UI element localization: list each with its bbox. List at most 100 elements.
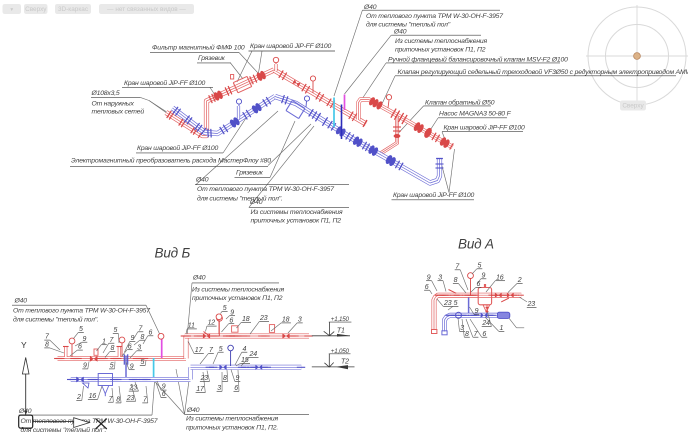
svg-text:15: 15 [241, 357, 249, 364]
svg-text:2: 2 [76, 394, 81, 401]
svg-text:+1,050: +1,050 [331, 348, 350, 355]
svg-text:приточных установок П1, П2: приточных установок П1, П2 [395, 47, 486, 54]
svg-text:тепловых сетей: тепловых сетей [92, 108, 145, 116]
svg-text:3: 3 [137, 344, 141, 351]
svg-text:8: 8 [454, 277, 458, 284]
svg-text:7: 7 [143, 397, 148, 404]
svg-text:От теплового пункта ТРМ W-30-О: От теплового пункта ТРМ W-30-ОН-F-3957 [13, 308, 150, 315]
svg-text:Насос MAGNA3 50-80 F: Насос MAGNA3 50-80 F [439, 111, 512, 118]
svg-text:9: 9 [130, 363, 134, 370]
svg-text:17: 17 [195, 347, 204, 354]
svg-text:3: 3 [217, 385, 221, 392]
svg-text:Кран шаровой JiP-FF Ø100: Кран шаровой JiP-FF Ø100 [124, 79, 206, 87]
svg-text:От теплового пункта ТРМ W-30-О: От теплового пункта ТРМ W-30-ОН-F-3957 [21, 418, 158, 425]
svg-text:12: 12 [208, 320, 216, 327]
svg-text:Клапан обратный Ø50: Клапан обратный Ø50 [425, 99, 495, 107]
svg-text:для системы "теплый пол": для системы "теплый пол" [366, 20, 451, 28]
svg-text:Ручной фланцевый балансировоч: Ручной фланцевый балансировочный клапан … [388, 55, 568, 63]
svg-text:6: 6 [234, 385, 238, 392]
svg-text:9: 9 [482, 272, 486, 279]
svg-text:9: 9 [427, 274, 431, 281]
svg-text:От наружных: От наружных [92, 100, 135, 107]
svg-text:9: 9 [230, 309, 234, 316]
svg-text:5: 5 [79, 326, 83, 333]
svg-text:24: 24 [249, 351, 258, 358]
svg-text:для системы "теплый пол".: для системы "теплый пол". [21, 426, 107, 434]
svg-text:9: 9 [83, 336, 87, 343]
svg-text:23: 23 [126, 395, 135, 402]
svg-text:1: 1 [102, 338, 106, 345]
svg-text:Из системы теплоснабжения: Из системы теплоснабжения [186, 415, 279, 423]
svg-text:3D-каркас: 3D-каркас [58, 6, 89, 13]
svg-text:23: 23 [443, 300, 452, 307]
svg-text:6: 6 [162, 391, 166, 398]
svg-text:приточных установок П1, П2: приточных установок П1, П2 [251, 218, 342, 225]
svg-text:7: 7 [45, 334, 50, 341]
svg-text:От теплового пункта ТРМ W-30-О: От теплового пункта ТРМ W-30-ОН-F-3957 [366, 13, 503, 20]
svg-text:Электромагнитный преобразовате: Электромагнитный преобразователь расхода… [71, 157, 271, 165]
svg-text:9: 9 [162, 384, 166, 391]
svg-text:7: 7 [110, 337, 115, 344]
svg-text:5: 5 [478, 262, 482, 269]
svg-text:16: 16 [496, 274, 504, 281]
svg-text:Ø40: Ø40 [195, 177, 209, 184]
svg-text:Фильтр магнитный ФМФ 100: Фильтр магнитный ФМФ 100 [152, 44, 245, 52]
svg-text:8: 8 [111, 345, 115, 352]
svg-text:6: 6 [149, 329, 153, 336]
svg-text:Ø40: Ø40 [363, 4, 377, 11]
svg-text:23: 23 [527, 301, 536, 308]
svg-text:8: 8 [45, 342, 49, 349]
svg-text:7: 7 [139, 325, 144, 332]
svg-text:Кран шаровой JiP-FF Ø100: Кран шаровой JiP-FF Ø100 [250, 42, 332, 50]
svg-text:17: 17 [196, 386, 205, 393]
svg-text:Из системы теплоснабжения: Из системы теплоснабжения [192, 285, 285, 293]
svg-text:1: 1 [500, 325, 504, 332]
svg-text:5: 5 [454, 300, 458, 307]
svg-text:Клапан регулирующий седельный: Клапан регулирующий седельный трехходово… [398, 68, 688, 76]
svg-text:11: 11 [188, 323, 195, 330]
svg-text:16: 16 [89, 393, 97, 400]
svg-text:9: 9 [475, 308, 479, 315]
svg-text:приточных установок П1, П2.: приточных установок П1, П2. [186, 424, 278, 431]
svg-text:Из системы теплоснабжения: Из системы теплоснабжения [395, 37, 488, 45]
svg-text:6: 6 [482, 331, 486, 338]
svg-text:8: 8 [465, 331, 469, 338]
svg-text:9: 9 [236, 375, 240, 382]
svg-text:2: 2 [517, 277, 522, 284]
svg-text:Y: Y [21, 340, 27, 350]
svg-text:Ø108х3,5: Ø108х3,5 [91, 90, 120, 97]
svg-text:Ø40: Ø40 [14, 297, 28, 304]
svg-text:8: 8 [223, 375, 227, 382]
svg-text:6: 6 [477, 281, 481, 288]
svg-text:23: 23 [200, 375, 209, 382]
svg-text:3: 3 [438, 274, 442, 281]
svg-text:Кран шаровой JiP-FF Ø100: Кран шаровой JiP-FF Ø100 [137, 144, 219, 152]
svg-text:6: 6 [425, 284, 429, 291]
svg-text:7: 7 [109, 396, 114, 403]
svg-text:Ø40: Ø40 [393, 29, 407, 36]
svg-text:Вид Б: Вид Б [155, 246, 191, 261]
svg-text:9: 9 [131, 335, 135, 342]
svg-text:6: 6 [229, 317, 233, 324]
svg-text:6: 6 [128, 343, 132, 350]
svg-text:5: 5 [223, 305, 227, 312]
svg-text:Сверху: Сверху [622, 103, 644, 110]
svg-text:Сверху: Сверху [25, 6, 47, 13]
svg-text:5: 5 [219, 346, 223, 353]
svg-text:5: 5 [110, 363, 114, 370]
svg-text:приточных установок П1, П2: приточных установок П1, П2 [192, 295, 283, 302]
svg-text:6: 6 [78, 344, 82, 351]
svg-text:8: 8 [141, 334, 145, 341]
svg-text:Кран шаровой JiP-FF Ø100: Кран шаровой JiP-FF Ø100 [393, 191, 475, 199]
svg-text:Т1: Т1 [337, 328, 345, 335]
svg-text:9: 9 [83, 363, 87, 370]
svg-text:18: 18 [282, 317, 290, 324]
svg-text:Ø40: Ø40 [249, 199, 263, 206]
svg-text:3: 3 [460, 325, 464, 332]
svg-text:Грязевик: Грязевик [236, 169, 264, 176]
svg-text:От теплового пункта ТРМ W-30-О: От теплового пункта ТРМ W-30-ОН-F-3957 [197, 186, 334, 193]
svg-text:Вид А: Вид А [458, 237, 494, 252]
svg-text:23: 23 [129, 385, 138, 392]
svg-text:▾: ▾ [10, 7, 13, 13]
svg-text:для системы "теплый пол".: для системы "теплый пол". [13, 316, 99, 324]
